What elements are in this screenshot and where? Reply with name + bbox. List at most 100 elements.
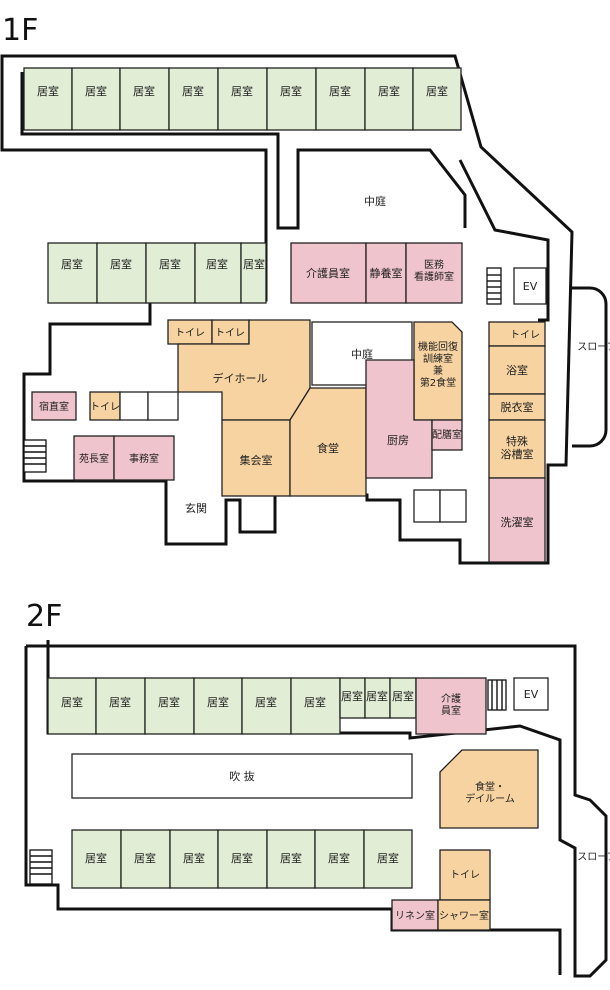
floor-1-slope-label: スロープ <box>577 341 610 353</box>
toilet-label: トイレ <box>510 330 540 341</box>
rehab-room-label: 機能回復訓練室兼第2食堂 <box>418 340 458 389</box>
resident-room <box>23 67 73 131</box>
resident-room <box>266 67 317 131</box>
resident-room-label: 居室 <box>206 257 228 271</box>
assembly-room-label: 集会室 <box>240 453 273 467</box>
resident-room <box>314 829 365 889</box>
elevator-label: EV <box>524 688 539 701</box>
resident-room-label: 居室 <box>61 695 83 709</box>
night-duty-room <box>31 391 77 421</box>
resident-room <box>47 242 98 304</box>
resident-room-label: 居室 <box>255 695 277 709</box>
floor-1-stairs-left <box>23 439 47 473</box>
floor-2-stairs-left <box>29 849 53 885</box>
resident-room-label: 居室 <box>37 84 59 98</box>
resident-room <box>363 829 413 889</box>
resident-room <box>194 242 242 304</box>
resident-room-label: 居室 <box>366 689 388 703</box>
resident-room <box>240 242 267 304</box>
special-bath-label: 特殊浴槽室 <box>501 434 534 461</box>
day-hall-label: デイホール <box>213 371 268 385</box>
floor-1-outer-wall <box>0 54 574 565</box>
resident-room-label: 居室 <box>392 689 414 703</box>
resident-room <box>71 829 122 889</box>
linen-room-label: リネン室 <box>395 909 435 922</box>
quiet-room <box>365 242 407 304</box>
resident-room <box>193 677 243 735</box>
toilet <box>439 849 491 901</box>
elevator <box>513 267 547 305</box>
resident-room-label: 居室 <box>109 695 131 709</box>
resident-room <box>389 677 417 719</box>
floor-1-slope-outline <box>572 286 608 448</box>
elevator <box>513 677 549 711</box>
bath-room <box>488 345 546 395</box>
caregiver-room-label: 介護員室 <box>441 692 461 717</box>
resident-room <box>47 677 97 735</box>
laundry-label: 洗濯室 <box>501 515 534 529</box>
caregiver-room <box>290 242 367 304</box>
dining-label: 食堂 <box>317 441 339 455</box>
resident-room-label: 居室 <box>329 84 351 98</box>
quiet-room-label: 静養室 <box>370 266 403 280</box>
toilet <box>89 391 121 421</box>
resident-room <box>364 67 414 131</box>
resident-room <box>96 242 147 304</box>
resident-room <box>217 829 268 889</box>
resident-room-label: 居室 <box>231 84 253 98</box>
kitchen-label: 厨房 <box>387 434 409 447</box>
caregiver-room-label: 介護員室 <box>306 266 350 280</box>
director-room-label: 苑長室 <box>79 452 109 465</box>
shower-room-label: シャワー室 <box>439 909 489 922</box>
resident-room-label: 居室 <box>61 257 83 271</box>
resident-room-label: 居室 <box>243 257 265 271</box>
storage <box>147 391 179 421</box>
resident-room-label: 居室 <box>328 851 350 865</box>
resident-room-label: 居室 <box>182 84 204 98</box>
caregiver-room <box>415 677 487 735</box>
atrium-label: 吹 抜 <box>229 769 255 783</box>
courtyard-middle-label: 中庭 <box>351 347 373 361</box>
floor-2-room-row-bottom: 居室 居室 居室 居室 居室 居室 居室 <box>71 829 413 889</box>
resident-room <box>119 67 170 131</box>
courtyard-top-label: 中庭 <box>364 194 386 208</box>
storage <box>439 489 467 523</box>
toilet-label: トイレ <box>175 328 205 339</box>
resident-room <box>290 677 341 735</box>
storage <box>413 489 441 523</box>
resident-room-label: 居室 <box>426 84 448 98</box>
floor-1-room-row-middle: 居室 居室 居室 居室 居室 <box>47 242 267 304</box>
resident-room-label: 居室 <box>280 84 302 98</box>
toilet-label: トイレ <box>215 328 245 339</box>
elevator-label: EV <box>523 280 538 293</box>
floor-1-inner-wall-right <box>458 159 550 322</box>
dining-dayroom-label: 食堂・デイルーム <box>465 780 515 805</box>
resident-room-label: 居室 <box>378 84 400 98</box>
resident-room <box>169 829 219 889</box>
medical-nurse-room <box>405 242 463 304</box>
toilet <box>167 319 213 345</box>
resident-room-label: 居室 <box>85 84 107 98</box>
shower-room <box>437 899 491 931</box>
resident-room <box>315 67 366 131</box>
dressing-room-label: 脱衣室 <box>501 400 534 414</box>
resident-room-label: 居室 <box>85 851 107 865</box>
floor-1-title: 1F <box>2 13 38 48</box>
resident-room <box>266 829 316 889</box>
dressing-room <box>488 393 546 421</box>
laundry-room <box>488 477 546 563</box>
floor-2-outer-wall-bottom <box>24 646 562 975</box>
resident-room-label: 居室 <box>133 84 155 98</box>
resident-room-label: 居室 <box>377 851 399 865</box>
office-label: 事務室 <box>129 452 159 465</box>
storage <box>119 391 149 421</box>
serving-room-label: 配膳室 <box>432 428 462 441</box>
medical-nurse-room-label: 医務看護師室 <box>414 258 454 283</box>
entrance-label: 玄関 <box>185 501 207 515</box>
dining-room <box>289 387 367 497</box>
bath-label: 浴室 <box>506 363 528 377</box>
floor-2-slope-label: スロープ <box>577 851 610 863</box>
office <box>113 435 175 481</box>
resident-room <box>412 67 462 131</box>
